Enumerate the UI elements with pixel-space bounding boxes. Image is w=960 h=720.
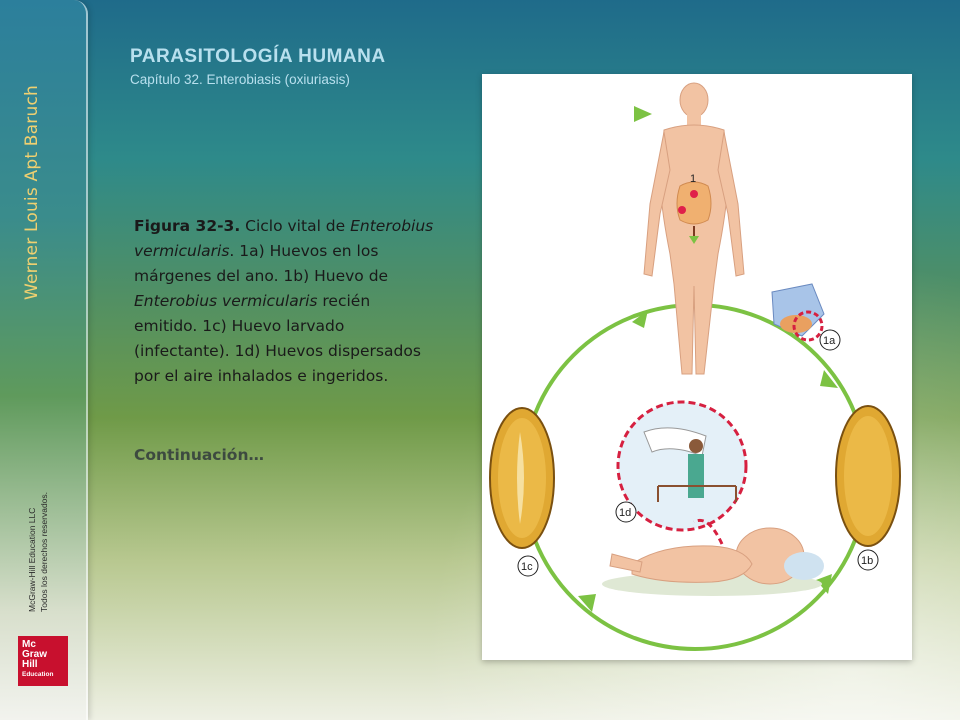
book-title: PARASITOLOGÍA HUMANA	[130, 46, 386, 67]
life-cycle-diagram: 1 1a 1b 1c	[489, 82, 901, 651]
figure-number: Figura 32-3.	[134, 217, 241, 235]
sidebar: Werner Louis Apt Baruch McGraw-Hill Educ…	[0, 0, 88, 720]
species-name-2: Enterobius vermicularis	[134, 292, 318, 310]
logo-line-4: Education	[22, 671, 54, 678]
copyright-line-2: Todos los derechos reservados.	[39, 491, 49, 612]
logo-line-3: Hill	[22, 659, 38, 670]
caption-text-2: . 1a) Huevos en los márgenes del ano. 1b…	[134, 242, 389, 285]
life-cycle-figure: 1 1a 1b 1c	[482, 74, 912, 660]
cycle-arrow-icon	[816, 574, 832, 594]
perianal-region-illustration	[771, 283, 825, 342]
mcgraw-hill-logo: Mc Graw Hill Education	[18, 636, 68, 686]
human-figure	[643, 82, 745, 375]
logo-line-1: Mc	[22, 639, 36, 650]
species-name-1: Enterobius vermicularis	[134, 217, 434, 260]
larvated-egg	[489, 407, 555, 549]
author-name: Werner Louis Apt Baruch	[22, 85, 42, 300]
egg-recently-laid	[835, 405, 901, 547]
cycle-arrow-icon	[632, 310, 648, 328]
label-step-1d: 1d	[619, 507, 631, 519]
label-step-1: 1	[690, 173, 696, 185]
label-step-1a: 1a	[823, 335, 836, 347]
caption-text-3: recién emitido. 1c) Huevo larvado (infec…	[134, 292, 421, 385]
cycle-arrow-icon	[578, 594, 596, 612]
cycle-arrow-icon	[820, 370, 838, 388]
caption-text-1: Ciclo vital de	[240, 217, 351, 235]
continuation-text: Continuación…	[134, 446, 264, 464]
label-step-1b: 1b	[861, 555, 873, 567]
logo-line-2: Graw	[22, 649, 48, 660]
figure-caption: Figura 32-3. Ciclo vital de Enterobius v…	[134, 214, 434, 389]
copyright-notice: McGraw-Hill Education LLC Todos los dere…	[26, 492, 50, 612]
entry-arrow-icon	[634, 106, 652, 122]
airborne-dispersal-illustration	[616, 400, 748, 532]
label-step-1c: 1c	[521, 561, 533, 573]
chapter-subtitle: Capítulo 32. Enterobiasis (oxiuriasis)	[130, 72, 350, 87]
baby-illustration	[602, 518, 824, 596]
copyright-line-1: McGraw-Hill Education LLC	[27, 507, 37, 612]
